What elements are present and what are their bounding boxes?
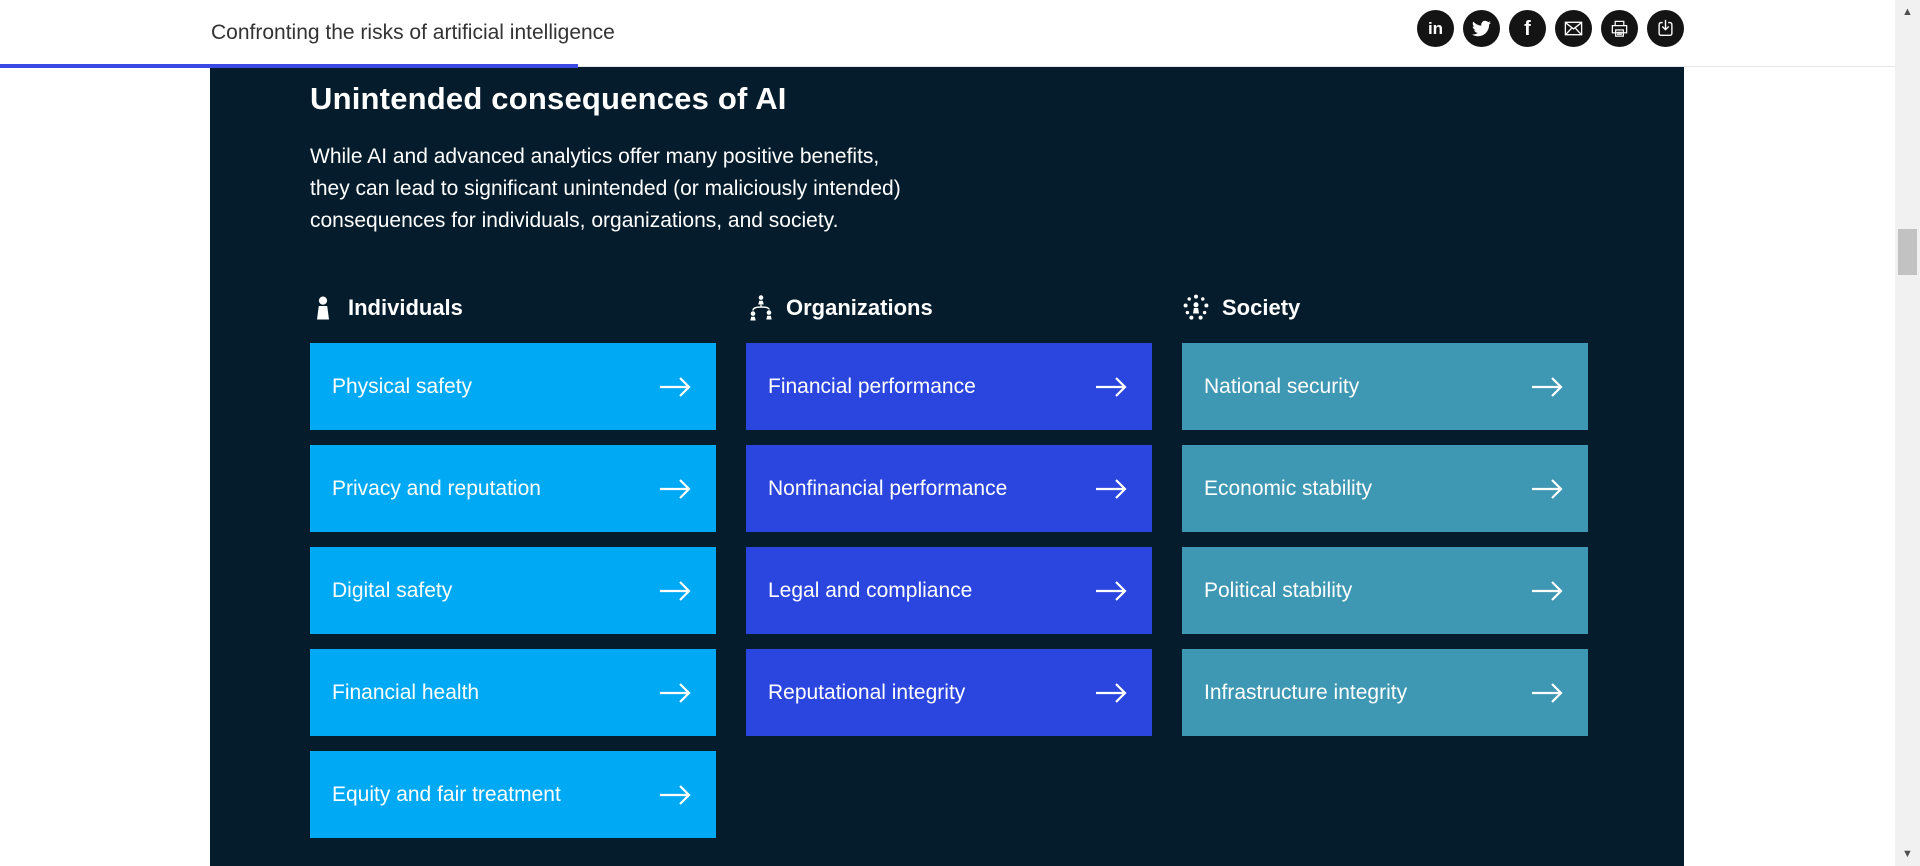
topic-button-digital-safety[interactable]: Digital safety [310, 547, 716, 634]
topic-button-financial-performance[interactable]: Financial performance [746, 343, 1152, 430]
topic-button-financial-health[interactable]: Financial health [310, 649, 716, 736]
right-arrow-icon [658, 375, 692, 399]
column-label: Individuals [348, 295, 463, 320]
email-icon [1563, 18, 1584, 39]
column-organizations-header: Organizations [746, 293, 1152, 323]
right-arrow-icon [658, 783, 692, 807]
topic-button-political-stability[interactable]: Political stability [1182, 547, 1588, 634]
description-line: consequences for individuals, organizati… [310, 209, 839, 232]
topic-label: Political stability [1204, 578, 1353, 602]
description-line: While AI and advanced analytics offer ma… [310, 145, 880, 168]
topic-label: Financial performance [768, 374, 976, 398]
print-button[interactable] [1601, 10, 1638, 47]
scrollbar-thumb[interactable] [1898, 229, 1917, 275]
topic-label: Equity and fair treatment [332, 782, 561, 806]
scroll-up-arrow-icon[interactable]: ▲ [1902, 6, 1913, 18]
right-arrow-icon [1094, 681, 1128, 705]
right-arrow-icon [1530, 681, 1564, 705]
topic-label: Economic stability [1204, 476, 1373, 500]
topic-button-national-security[interactable]: National security [1182, 343, 1588, 430]
topic-button-reputational-integrity[interactable]: Reputational integrity [746, 649, 1152, 736]
right-arrow-icon [1530, 579, 1564, 603]
topic-label: Reputational integrity [768, 680, 966, 704]
topic-button-physical-safety[interactable]: Physical safety [310, 343, 716, 430]
article-header: Confronting the risks of artificial inte… [0, 0, 1895, 68]
linkedin-share-button[interactable]: in [1417, 10, 1454, 47]
topic-label: Financial health [332, 680, 480, 704]
right-arrow-icon [1530, 477, 1564, 501]
section-description: While AI and advanced analytics offer ma… [310, 141, 1684, 237]
column-individuals: Individuals Physical safety Privacy and … [310, 293, 716, 853]
right-arrow-icon [1094, 477, 1128, 501]
org-chart-icon [746, 294, 774, 322]
topic-label: Nonfinancial performance [768, 476, 1008, 500]
topic-button-infrastructure-integrity[interactable]: Infrastructure integrity [1182, 649, 1588, 736]
column-label: Society [1222, 295, 1301, 320]
topic-label: Legal and compliance [768, 578, 973, 602]
column-society-header: Society [1182, 293, 1588, 323]
article-title: Confronting the risks of artificial inte… [211, 21, 615, 44]
topic-button-equity-and-fair-treatment[interactable]: Equity and fair treatment [310, 751, 716, 838]
topic-label: Physical safety [332, 374, 473, 398]
download-button[interactable] [1647, 10, 1684, 47]
person-icon [310, 295, 336, 321]
description-line: they can lead to significant unintended … [310, 177, 901, 200]
share-toolbar: in f [1417, 10, 1684, 47]
topic-button-nonfinancial-performance[interactable]: Nonfinancial performance [746, 445, 1152, 532]
right-arrow-icon [658, 579, 692, 603]
right-arrow-icon [658, 681, 692, 705]
right-arrow-icon [1094, 579, 1128, 603]
linkedin-icon: in [1427, 19, 1444, 38]
topic-button-privacy-and-reputation[interactable]: Privacy and reputation [310, 445, 716, 532]
column-society: Society National security Economic stabi… [1182, 293, 1588, 853]
email-share-button[interactable] [1555, 10, 1592, 47]
facebook-icon: f [1524, 17, 1531, 40]
print-icon [1609, 18, 1630, 39]
right-arrow-icon [1094, 375, 1128, 399]
column-label: Organizations [786, 295, 933, 320]
column-organizations: Organizations Financial performance Nonf… [746, 293, 1152, 853]
scroll-down-arrow-icon[interactable]: ▼ [1902, 848, 1913, 860]
topic-label: Infrastructure integrity [1204, 680, 1408, 704]
section-heading: Unintended consequences of AI [310, 81, 787, 116]
twitter-share-button[interactable] [1463, 10, 1500, 47]
reading-progress-bar [0, 64, 578, 68]
right-arrow-icon [1530, 375, 1564, 399]
consequence-columns: Individuals Physical safety Privacy and … [310, 293, 1684, 853]
vertical-scrollbar[interactable]: ▲ ▼ [1895, 0, 1920, 866]
topic-button-legal-and-compliance[interactable]: Legal and compliance [746, 547, 1152, 634]
twitter-icon [1472, 19, 1491, 38]
topic-label: Privacy and reputation [332, 476, 541, 500]
column-individuals-header: Individuals [310, 293, 716, 323]
right-arrow-icon [658, 477, 692, 501]
consequences-section: Unintended consequences of AI While AI a… [210, 67, 1684, 866]
topic-label: Digital safety [332, 578, 453, 602]
topic-button-economic-stability[interactable]: Economic stability [1182, 445, 1588, 532]
facebook-share-button[interactable]: f [1509, 10, 1546, 47]
download-icon [1655, 18, 1676, 39]
society-icon [1182, 294, 1210, 322]
topic-label: National security [1204, 374, 1360, 398]
